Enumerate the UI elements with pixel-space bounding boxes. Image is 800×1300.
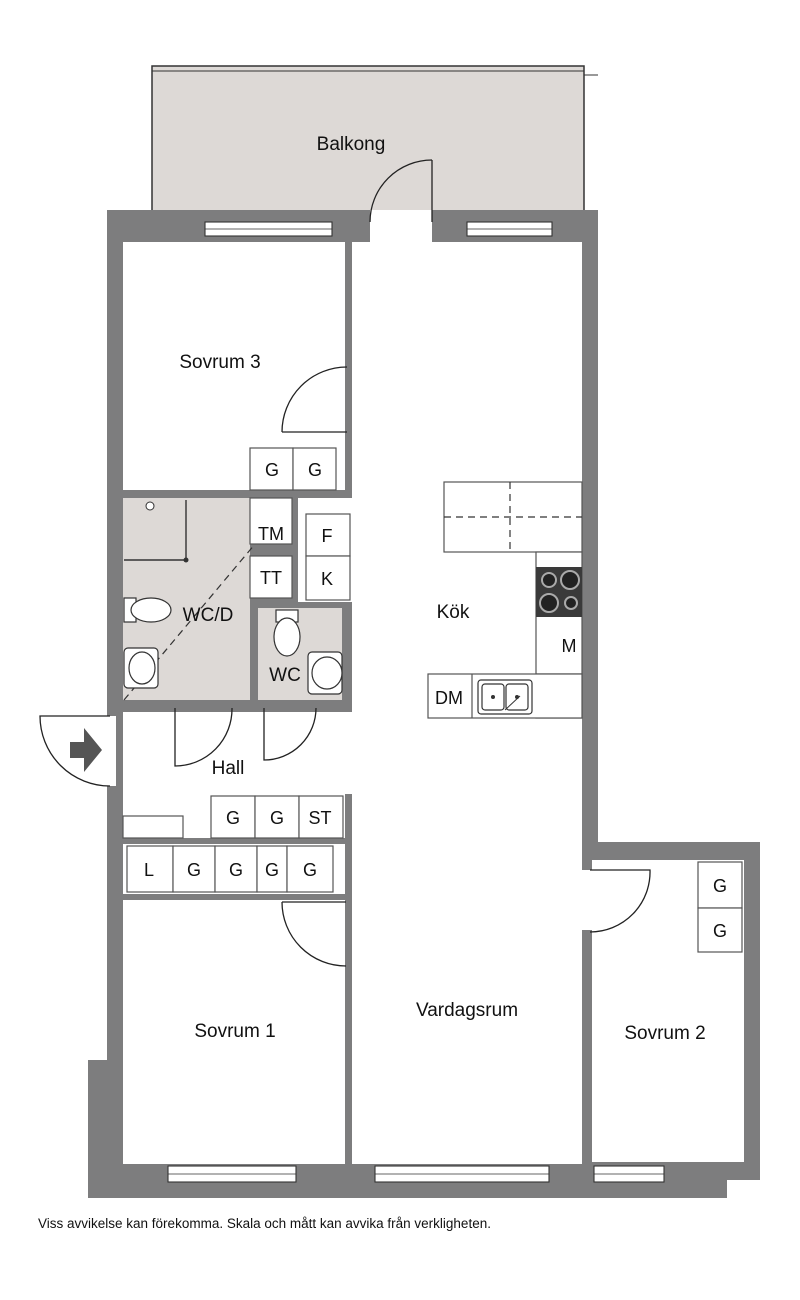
room-label-kok: Kök bbox=[437, 602, 470, 623]
room-label-hall: Hall bbox=[212, 758, 245, 779]
room-label-sovrum-2: Sovrum 2 bbox=[624, 1023, 705, 1044]
cabinet-label-dm: DM bbox=[435, 688, 463, 708]
cabinet-label-g: G bbox=[265, 460, 279, 480]
room-labels: Balkong Sovrum 3 WC/D WC Kök Hall Sovrum… bbox=[179, 134, 705, 1044]
cabinet-label-f: F bbox=[322, 526, 333, 546]
cabinet-label-l: L bbox=[144, 860, 154, 880]
room-label-balkong: Balkong bbox=[317, 134, 386, 155]
room-label-wc-d: WC/D bbox=[183, 605, 234, 626]
toilet-icon bbox=[273, 609, 301, 657]
partition-walls bbox=[107, 242, 744, 1164]
cabinet-label-st: ST bbox=[308, 808, 331, 828]
cabinet-label-k: K bbox=[321, 569, 333, 589]
cabinet-label-g: G bbox=[226, 808, 240, 828]
sink-icon bbox=[123, 647, 159, 689]
cabinet-label-g: G bbox=[229, 860, 243, 880]
room-label-wc: WC bbox=[269, 665, 301, 686]
balcony bbox=[151, 65, 598, 217]
room-label-vardagsrum: Vardagsrum bbox=[416, 1000, 518, 1021]
entrance-arrow-icon bbox=[70, 728, 102, 772]
toilet-icon bbox=[123, 597, 172, 623]
bathroom-fixtures bbox=[123, 499, 343, 701]
cabinet-label-g: G bbox=[308, 460, 322, 480]
cabinet-label-m: M bbox=[562, 636, 577, 656]
cabinet-label-tm: TM bbox=[258, 524, 284, 544]
doors bbox=[39, 159, 651, 967]
cabinet-label-g: G bbox=[265, 860, 279, 880]
cabinet-label-g: G bbox=[713, 876, 727, 896]
cabinet-label-tt: TT bbox=[260, 568, 282, 588]
kitchen bbox=[427, 481, 583, 719]
cabinet-label-g: G bbox=[713, 921, 727, 941]
sink-icon bbox=[307, 651, 343, 695]
cabinet-label-g: G bbox=[187, 860, 201, 880]
disclaimer-text: Viss avvikelse kan förekomma. Skala och … bbox=[38, 1216, 491, 1231]
cabinets bbox=[122, 447, 743, 953]
cabinet-label-g: G bbox=[303, 860, 317, 880]
room-label-sovrum-3: Sovrum 3 bbox=[179, 352, 260, 373]
cabinet-label-g: G bbox=[270, 808, 284, 828]
cabinet-labels: G G TM TT F K M DM G G ST L G G G G G G bbox=[144, 460, 727, 941]
room-label-sovrum-1: Sovrum 1 bbox=[194, 1021, 275, 1042]
windows bbox=[167, 221, 665, 1183]
